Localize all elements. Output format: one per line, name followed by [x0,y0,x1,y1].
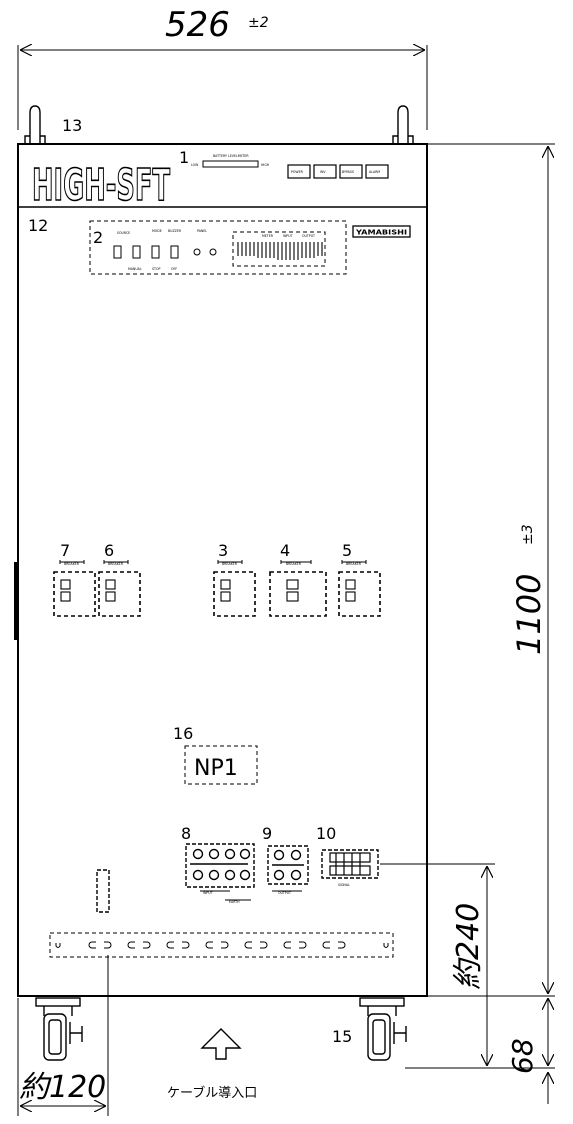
breaker-7-box[interactable] [53,571,96,617]
label-16: 16 [173,724,193,743]
earth-terminal-label: EARTH [229,900,240,904]
caster-offset-dimension: 約120 [17,955,109,1116]
height-tolerance: ±3 [520,524,536,545]
width-dimension: 526 ±2 [17,5,428,130]
label-12: 12 [28,216,48,235]
height-dimension: 1100 ±3 [427,143,555,994]
input-terminal-label: INPUT [203,891,213,895]
breaker-group: 7 6 3 4 5 BREAKER BREAKER BREAKER BREAKE… [53,541,381,617]
cable-entry-slot [49,932,394,958]
signal-terminal-label: SIGNAL [338,883,350,887]
panel-lamp-2 [209,248,217,256]
label-8: 8 [181,824,191,843]
panel-lamp-1 [193,248,201,256]
power-button[interactable] [287,164,311,179]
caster-height-value: 68 [506,1038,539,1074]
cabinet-outline [17,143,428,997]
label-15: 15 [332,1027,352,1046]
lifting-hooks [24,105,414,144]
panel-switches: SOURCE MODE BUZZER PANEL MANUAL STOP OFF [113,229,217,271]
label-6: 6 [104,541,114,560]
battery-level-meter [202,160,259,168]
power-button-label: POWER [291,170,304,174]
label-2: 2 [93,228,103,247]
meter-label-1: METER [262,234,274,238]
meter-block: METER INPUT OUTPUT [232,231,326,267]
cable-entry-label: ケーブル導入口 [167,1085,257,1101]
maker-logo [352,225,411,238]
off-label: OFF [171,267,177,271]
alarm-button[interactable] [365,164,389,179]
meter-label-2: INPUT [283,234,293,238]
breaker-4-label: BREAKER [286,562,302,566]
mode-label: MODE [152,229,162,233]
breaker-4-box[interactable] [269,571,327,617]
battery-low-label: LOW [191,163,199,167]
label-3: 3 [218,541,228,560]
door-handle [14,562,18,640]
maker-name: YAMABISHI [355,228,407,237]
breaker-5-box[interactable] [338,571,381,617]
label-5: 5 [342,541,352,560]
label-13: 13 [62,116,82,135]
meter-label-3: OUTPUT [302,234,315,238]
operation-panel [89,220,347,275]
breaker-3-box[interactable] [213,571,256,617]
label-10: 10 [316,824,336,843]
breaker-6-label: BREAKER [108,562,124,566]
buzzer-switch[interactable] [170,245,179,259]
label-4: 4 [280,541,290,560]
stop-label: STOP [152,267,160,271]
panel-label: PANEL [197,229,207,233]
output-terminal-block[interactable] [267,845,309,885]
label-1: 1 [179,148,189,167]
side-connector [96,869,110,913]
caster-offset-value: 約120 [19,1070,106,1105]
label-7: 7 [60,541,70,560]
battery-high-label: HIGH [261,163,270,167]
brand-logo: HIGH-SFT [32,160,170,211]
width-tolerance: ±2 [248,15,269,31]
manual-label: MANUAL [128,267,142,271]
breaker-7-label: BREAKER [64,562,80,566]
signal-terminal-block[interactable] [321,849,379,879]
cable-height-value: 約240 [451,903,486,990]
label-9: 9 [262,824,272,843]
mode-switch[interactable] [151,245,160,259]
terminal-area: 8 9 10 INPUT EARTH OUTPUT SIGNAL [181,824,495,904]
inv-button-label: INV [320,170,326,174]
bypass-button[interactable] [339,164,363,179]
breaker-3-label: BREAKER [222,562,238,566]
nameplate-text: NP1 [194,756,238,781]
input-terminal-block[interactable] [185,843,255,888]
height-value: 1100 [510,574,548,655]
source-switch[interactable] [113,245,122,259]
output-terminal-label: OUTPUT [278,891,291,895]
breaker-5-label: BREAKER [346,562,362,566]
buzzer-label: BUZZER [168,229,182,233]
width-value: 526 [165,5,230,45]
caster-right [359,997,407,1061]
caster-height-dimension: 68 [405,998,555,1104]
inv-button[interactable] [313,164,337,179]
auto-switch[interactable] [132,245,141,259]
alarm-button-label: ALARM [369,170,380,174]
top-button-row: POWER INV BYPASS ALARM [287,164,389,179]
caster-left [35,997,83,1061]
cable-entry-arrow-icon [200,1028,242,1060]
battery-level-title: BATTERY LEVELMETER [213,154,249,158]
source-label: SOURCE [117,231,130,235]
bypass-button-label: BYPASS [342,170,354,174]
breaker-6-box[interactable] [98,571,141,617]
nameplate-box [184,745,258,785]
meter-area [232,231,326,267]
cable-height-dimension: 約240 [451,866,487,1066]
